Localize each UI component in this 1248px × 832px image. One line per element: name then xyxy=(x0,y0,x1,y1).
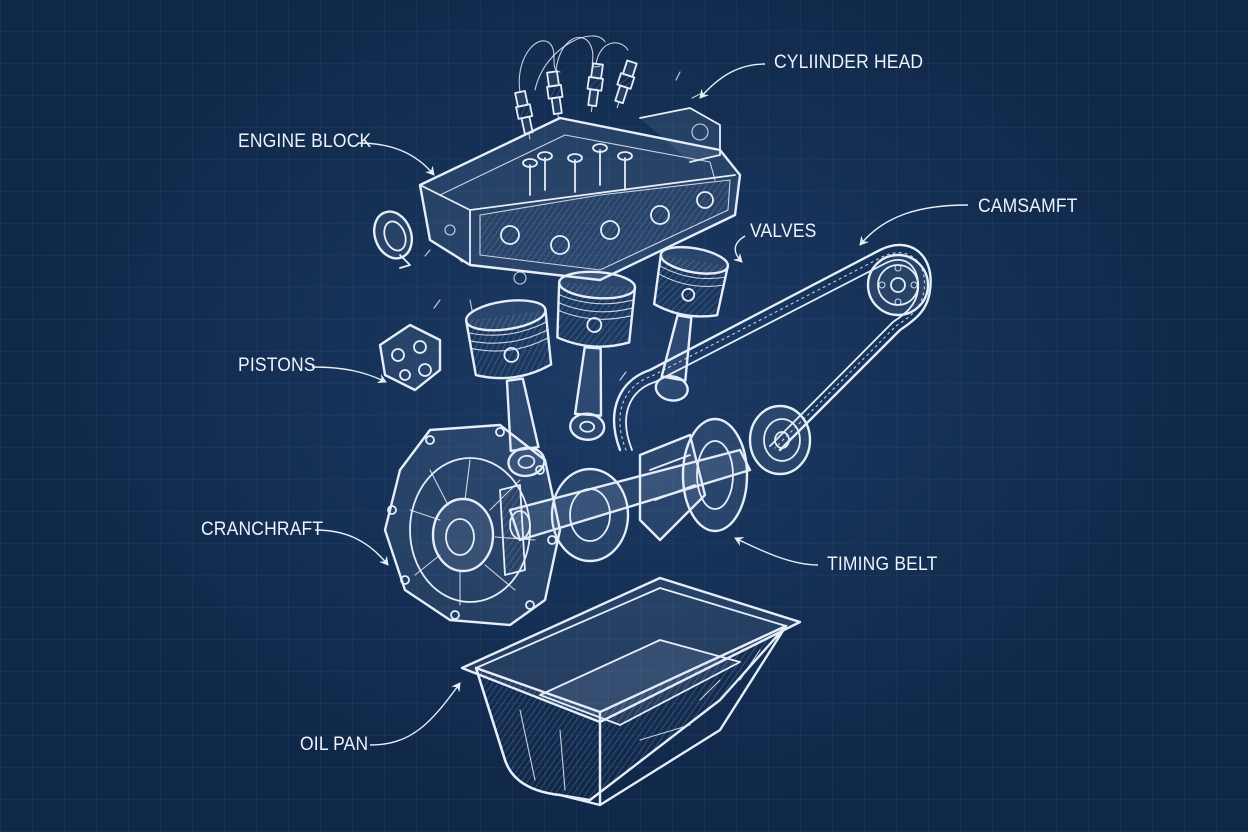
crank-cover xyxy=(383,423,562,627)
label-cylinder-head: CYLIINDER HEAD xyxy=(774,52,924,73)
label-oil-pan: OIL PAN xyxy=(300,734,369,755)
engine-block xyxy=(418,107,742,285)
timing-belt xyxy=(612,243,932,476)
crankshaft xyxy=(508,417,752,563)
pistons xyxy=(378,245,730,478)
label-crankshaft: CRANCHRAFT xyxy=(201,519,324,540)
label-pistons: PISTONS xyxy=(238,355,316,376)
leader-lines xyxy=(311,63,969,746)
seal-ring xyxy=(372,210,414,269)
label-engine-block: ENGINE BLOCK xyxy=(238,131,372,152)
label-timing-belt: TIMING BELT xyxy=(827,554,938,575)
label-valves: VALVES xyxy=(750,221,817,242)
spark-plugs xyxy=(514,35,701,140)
oil-pan xyxy=(460,576,802,807)
label-camshaft: CAMSAMFT xyxy=(978,196,1078,217)
